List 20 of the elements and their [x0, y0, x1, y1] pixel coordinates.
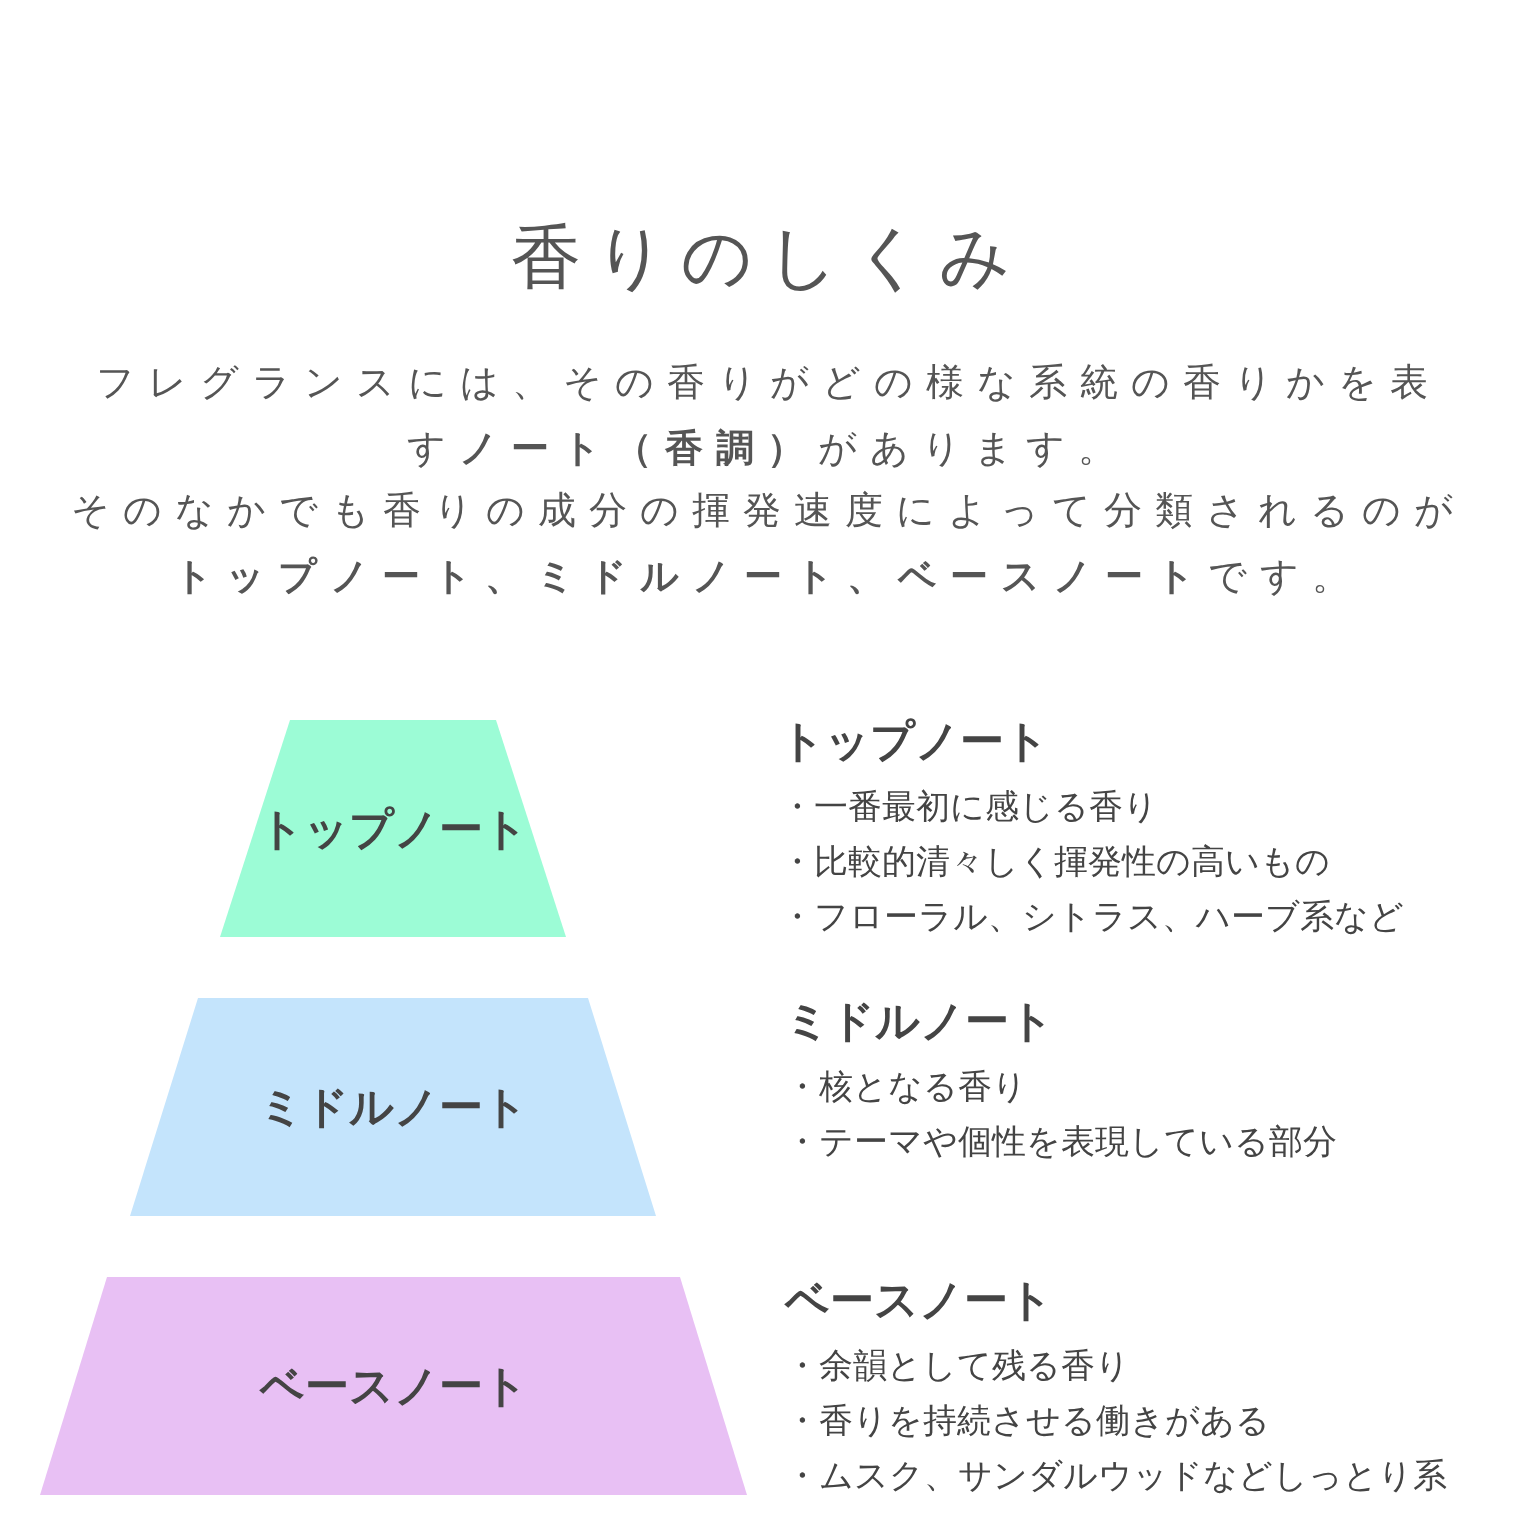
- section-heading: トップノート: [780, 714, 1049, 768]
- bullet-text: ・テーマや個性を表現している部分: [785, 1120, 1337, 1163]
- intro-paragraph: フレグランスには、その香りがどの様な系統の香りかを表すノート（香調）があります。: [94, 359, 1442, 472]
- bullet-text: ・香りを持続させる働きがある: [785, 1399, 1270, 1442]
- section-heading: ベースノート: [785, 1273, 1053, 1327]
- bullet-text: ・ムスク、サンダルウッドなどしっとり系: [785, 1454, 1447, 1497]
- title-heading: 香りのしくみ: [510, 215, 1026, 299]
- bullet-text: ・フローラル、シトラス、ハーブ系など: [780, 895, 1404, 938]
- pyramid-tier: [130, 998, 656, 1216]
- pyramid-tier: [40, 1277, 747, 1495]
- tier-label: ミドルノート: [257, 1079, 529, 1134]
- tier-label: トップノート: [257, 801, 529, 855]
- bullet-text: ・一番最初に感じる香り: [780, 785, 1158, 828]
- pyramid-tier: [220, 720, 566, 937]
- tier-label: ベースノート: [258, 1358, 529, 1413]
- bullet-text: ・比較的清々しく揮発性の高いもの: [780, 840, 1330, 883]
- bullet-text: ・余韻として残る香り: [785, 1344, 1130, 1387]
- intro-paragraph: そのなかでも香りの成分の揮発速度によって分類されるのがトップノート、ミドルノート、ベースノートです。: [69, 487, 1467, 600]
- bullet-text: ・核となる香り: [785, 1065, 1027, 1108]
- section-heading: ミドルノート: [785, 994, 1054, 1048]
